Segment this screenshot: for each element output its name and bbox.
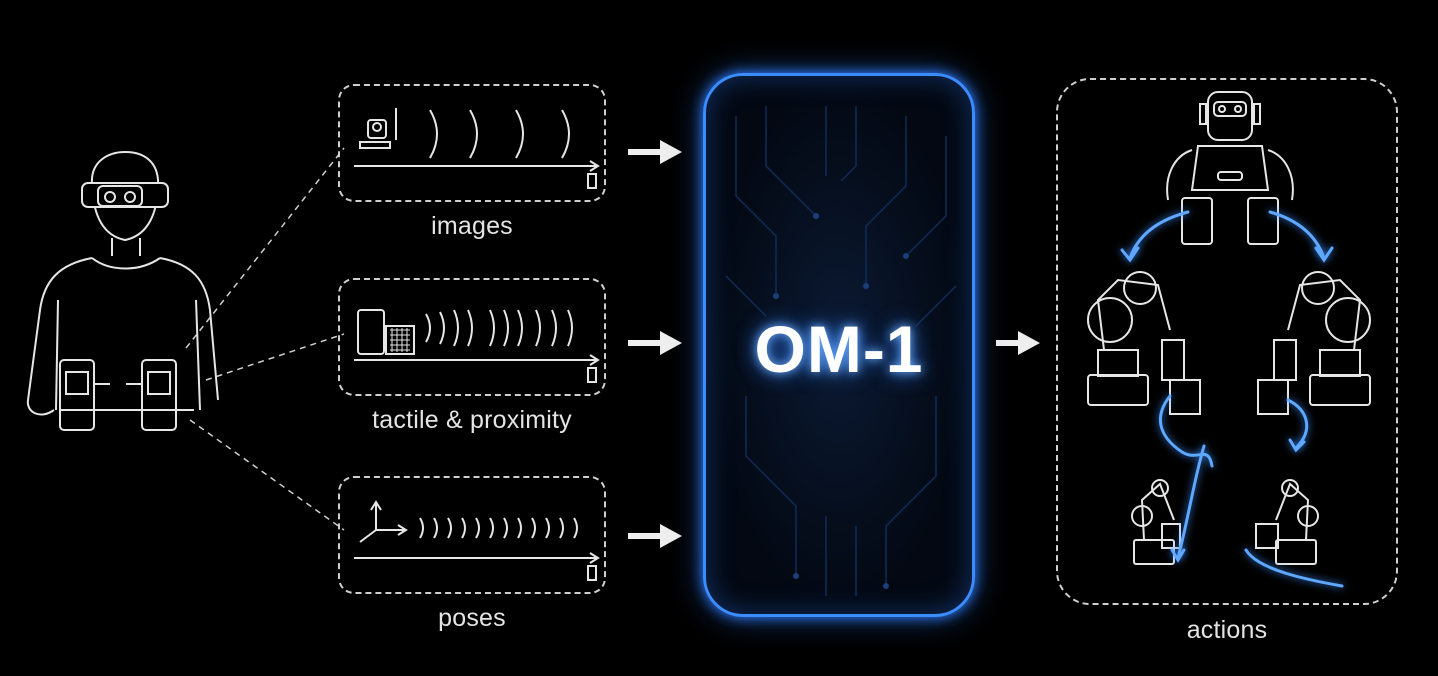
- input-label-poses: poses: [438, 604, 506, 632]
- camera-gripper-icon: [354, 108, 600, 189]
- arrow-right-icon: [628, 140, 1040, 548]
- input-label-images: images: [431, 212, 513, 240]
- actions-box: [1056, 78, 1398, 605]
- connector-lines: [185, 147, 345, 531]
- humanoid-robot-icon: [1166, 91, 1294, 245]
- output-label-actions: actions: [1186, 616, 1268, 644]
- input-box-poses: [338, 476, 606, 594]
- model-box: OM-1: [703, 73, 975, 617]
- trajectory-lines: [1120, 210, 1344, 588]
- circuit-pattern-icon: [725, 106, 957, 596]
- input-box-tactile: [338, 278, 606, 396]
- tactile-sensor-icon: [354, 309, 600, 383]
- operator-figure-icon: [26, 150, 219, 431]
- robot-arm-icon: [1087, 271, 1371, 415]
- input-label-tactile: tactile & proximity: [372, 406, 572, 434]
- mini-robot-arm-icon: [1131, 479, 1319, 565]
- axes-icon: [354, 500, 600, 581]
- robots-illustration: [1087, 91, 1371, 588]
- input-box-images: [338, 84, 606, 202]
- tactile-grid: [390, 328, 410, 352]
- model-title: OM-1: [754, 312, 924, 386]
